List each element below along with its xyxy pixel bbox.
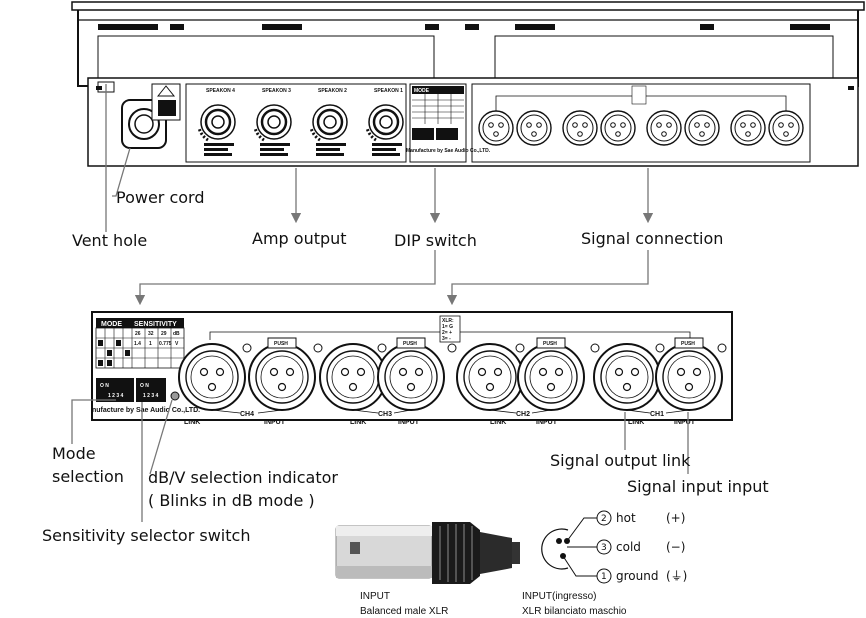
sens-value-2: 32: [148, 331, 154, 337]
speakon-outputs: SPEAKON 4 SPEAKON 3 SPEAKON 2 SPEAKON 1: [197, 88, 405, 156]
speakon-1-label: SPEAKON 1: [374, 88, 403, 94]
power-cord-callout: Power cord: [116, 188, 205, 207]
sens-value-1: 26: [135, 331, 141, 337]
sens-value-6: 0.775: [159, 341, 172, 347]
ch1-label: CH1: [650, 411, 664, 418]
sens-value-3: 29: [161, 331, 167, 337]
pin2-sign: (+): [666, 511, 685, 525]
bottom-callout-lines: [71, 399, 689, 522]
push-label-ch3: PUSH: [403, 341, 417, 347]
caption-left-2: Balanced male XLR: [360, 606, 448, 617]
detail-panel: MODE SENSITIVITY 26 32 29 dB 1.4 1 0.775…: [91, 311, 733, 426]
pin3-name: cold: [616, 540, 641, 554]
ch1-link-label: LINK: [628, 419, 644, 426]
sensitivity-switch-callout: Sensitivity selector switch: [42, 526, 250, 545]
mode-dip-switch: O N 1 2 3 4: [96, 378, 134, 402]
ch3-label: CH3: [378, 411, 392, 418]
vent-hole-callout: Vent hole: [72, 231, 147, 250]
db-v-indicator-callout-1: dB/V selection indicator: [148, 468, 338, 487]
ch1-input-xlr: [655, 343, 723, 411]
xlr-pinout-diagram: 2 3 1 hot cold ground (+) (−) (⏚): [541, 510, 687, 584]
speakon-3-label: SPEAKON 3: [262, 88, 291, 94]
ch3-link-label: LINK: [350, 419, 366, 426]
caption-right-2: XLR bilanciato maschio: [522, 606, 627, 617]
power-cord-line: [112, 147, 131, 197]
pin1-number: 1: [601, 572, 607, 582]
pin1-sign: (⏚): [666, 569, 687, 583]
mode-label-top: MODE: [414, 88, 430, 94]
speakon-2-label: SPEAKON 2: [318, 88, 347, 94]
sensitivity-label: SENSITIVITY: [134, 321, 177, 328]
ch4-link-label: LINK: [184, 419, 200, 426]
pin3-number: 3: [601, 543, 607, 553]
dip-switch-callout: DIP switch: [394, 231, 477, 250]
xlr-legend-pin2: 2= +: [442, 330, 452, 336]
signal-output-link-callout: Signal output link: [550, 451, 691, 470]
ch2-link-label: LINK: [490, 419, 506, 426]
push-label-ch4: PUSH: [274, 341, 288, 347]
manufacturer-label: nufacture by Sae Audio Co.,LTD.: [92, 407, 200, 414]
xlr-connectors-detail: PUSH PUSH PUSH PUSH: [178, 337, 727, 411]
ch3-link-xlr: [319, 343, 387, 411]
signal-xlr-top: [478, 85, 804, 146]
mode-switch-on-label: O N: [100, 383, 109, 389]
ch4-input-xlr: [248, 343, 316, 411]
mode-selection-line: [71, 399, 116, 444]
sens-switch-on-label: O N: [140, 383, 149, 389]
sens-unit-v: V: [175, 341, 179, 347]
amp-output-callout: Amp output: [252, 229, 347, 248]
pin3-sign: (−): [666, 540, 685, 554]
push-label-ch1: PUSH: [681, 341, 695, 347]
ch2-input-label: INPUT: [536, 419, 558, 426]
ch2-input-xlr: [517, 343, 585, 411]
top-rear-panel: SPEAKON 4 SPEAKON 3 SPEAKON 2 SPEAKON 1 …: [71, 1, 865, 167]
top-callout-lines: [105, 84, 654, 306]
pin2-name: hot: [616, 511, 636, 525]
xlr-legend-title: XLR:: [442, 318, 454, 324]
channel-labels: LINK CH4 INPUT LINK CH3 INPUT LINK CH2 I…: [184, 411, 696, 426]
caption-right-1: INPUT(ingresso): [522, 591, 596, 602]
vent-slots-top: [98, 24, 830, 30]
sens-unit-db: dB: [173, 331, 180, 337]
sens-value-5: 1: [149, 341, 152, 347]
xlr-pin-legend: XLR: 1= G 2= + 3= -: [439, 315, 461, 343]
ch2-link-xlr: [456, 343, 524, 411]
xlr-legend-pin3: 3= -: [442, 336, 451, 342]
vent-hole-grill-right: [494, 35, 834, 79]
pin2-number: 2: [601, 514, 607, 524]
signal-to-detail-arrow: [446, 250, 649, 306]
manufacturer-top: Manufacture by Sae Audio Co.,LTD.: [406, 148, 491, 154]
ch1-input-label: INPUT: [674, 419, 696, 426]
mode-label: MODE: [101, 321, 122, 328]
ch3-input-xlr: [377, 343, 445, 411]
signal-input-input-callout: Signal input input: [627, 477, 769, 496]
mode-switch-numbers: 1 2 3 4: [108, 393, 124, 399]
ch3-input-label: INPUT: [398, 419, 420, 426]
xlr-male-plug-illustration: [335, 522, 520, 584]
mode-selection-callout-2: selection: [52, 467, 124, 486]
ch2-label: CH2: [516, 411, 530, 418]
db-v-indicator-line: [149, 399, 173, 475]
ch4-input-label: INPUT: [264, 419, 286, 426]
db-v-indicator-led: [170, 391, 180, 401]
push-label-ch2: PUSH: [543, 341, 557, 347]
signal-connection-callout: Signal connection: [581, 229, 723, 248]
ch4-link-xlr: [178, 343, 246, 411]
vent-hole-grill-left: [97, 35, 435, 79]
ch4-label: CH4: [240, 411, 254, 418]
pin1-name: ground: [616, 569, 658, 583]
mode-selection-callout-1: Mode: [52, 444, 96, 463]
xlr-legend-pin1: 1= G: [442, 324, 453, 330]
dip-to-detail-arrow: [134, 250, 436, 306]
sens-switch-numbers: 1 2 3 4: [143, 393, 159, 399]
ch1-link-xlr: [593, 343, 661, 411]
mode-sensitivity-table: MODE SENSITIVITY 26 32 29 dB 1.4 1 0.775…: [95, 318, 185, 369]
speakon-4-label: SPEAKON 4: [206, 88, 235, 94]
caption-left-1: INPUT: [360, 591, 390, 602]
sens-value-4: 1.4: [134, 341, 141, 347]
dip-switch-top: MODE Manufacture by Sae Audio Co.,LTD.: [406, 86, 491, 154]
db-v-indicator-callout-2: ( Blinks in dB mode ): [148, 491, 315, 510]
sensitivity-dip-switch: O N 1 2 3 4: [136, 378, 166, 402]
